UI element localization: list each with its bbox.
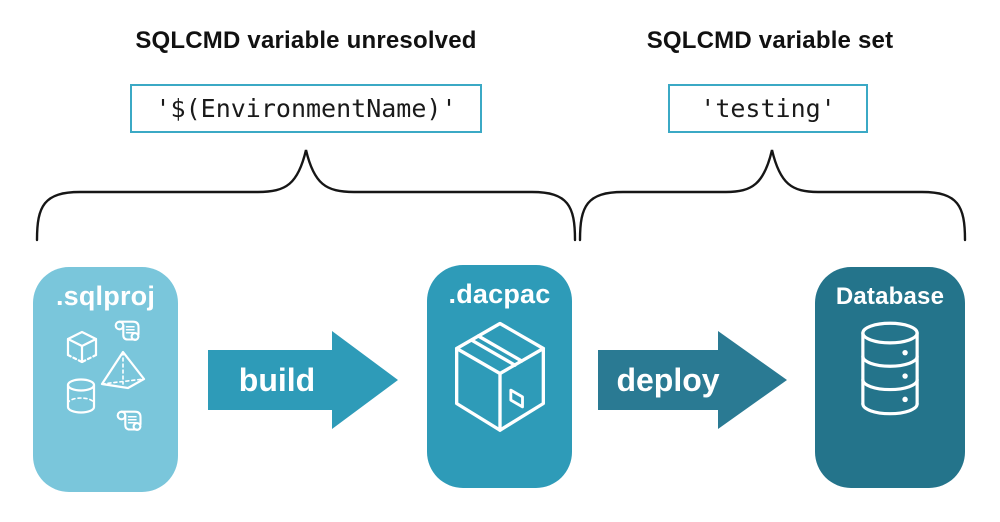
code-text-environment-name: '$(EnvironmentName)' <box>155 94 457 123</box>
sql-project-objects-icon <box>66 320 145 431</box>
right-curly-brace-icon <box>578 149 967 242</box>
left-curly-brace-icon <box>35 149 577 242</box>
sqlproj-card-label: .sqlproj <box>55 281 156 311</box>
deploy-arrow-label: deploy <box>616 362 720 398</box>
cube-icon <box>66 330 97 364</box>
database-card: Database <box>815 267 965 488</box>
heading-variable-unresolved: SQLCMD variable unresolved <box>135 27 477 54</box>
database-cylinder-icon <box>861 321 919 416</box>
package-box-icon <box>454 321 545 432</box>
sqlproj-card: .sqlproj <box>33 267 178 492</box>
code-box-environment-name: '$(EnvironmentName)' <box>130 84 482 133</box>
pyramid-icon <box>100 350 145 390</box>
build-arrow-label: build <box>238 362 316 398</box>
dacpac-card: .dacpac <box>427 265 572 488</box>
dacpac-card-label: .dacpac <box>448 279 551 309</box>
database-card-label: Database <box>835 283 945 310</box>
code-text-testing: 'testing' <box>700 94 836 123</box>
heading-variable-set: SQLCMD variable set <box>646 27 894 54</box>
code-box-testing: 'testing' <box>668 84 868 133</box>
script-scroll-icon <box>116 410 142 431</box>
script-scroll-icon <box>114 320 140 341</box>
cylinder-icon <box>66 378 95 414</box>
